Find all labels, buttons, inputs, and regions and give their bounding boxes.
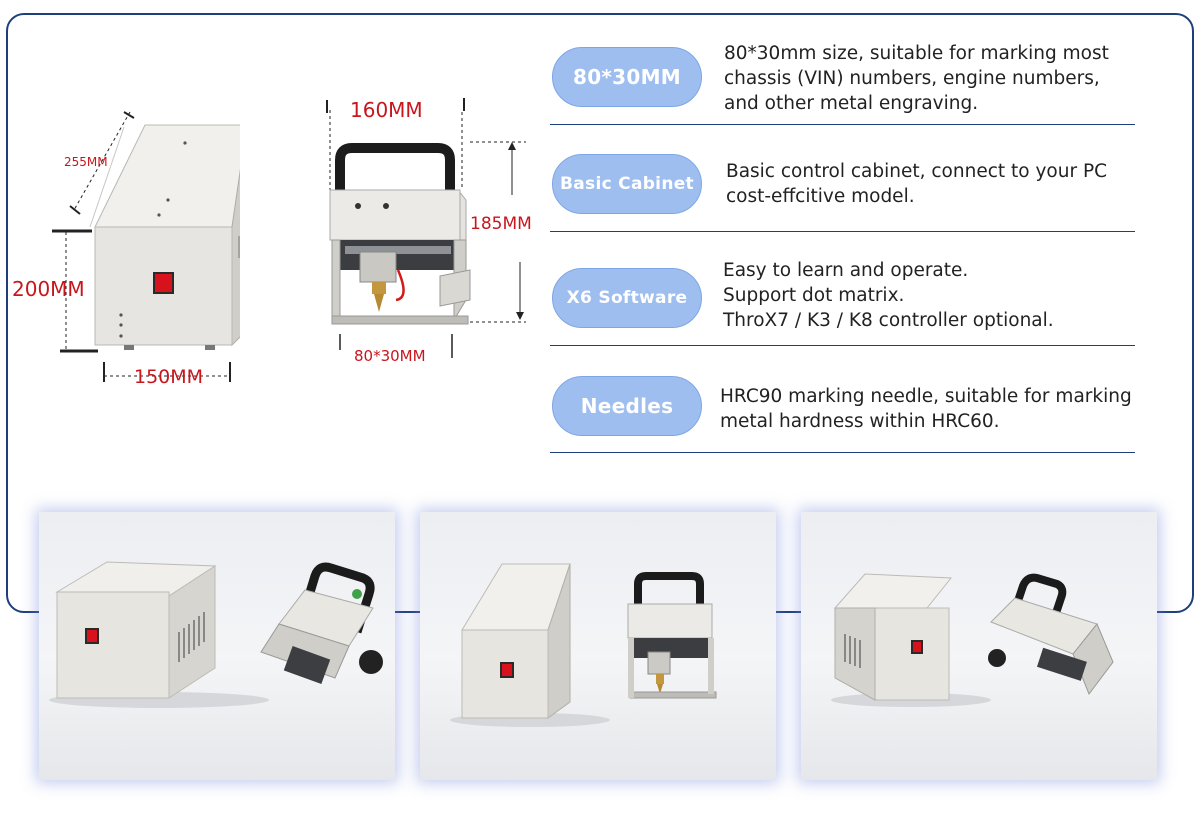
- marker-height-label: 185MM: [470, 214, 532, 234]
- feature-pill-cabinet: Basic Cabinet: [552, 154, 702, 214]
- cabinet-width-label: 150MM: [134, 366, 204, 388]
- feature-desc-cabinet: Basic control cabinet, connect to your P…: [726, 161, 1108, 207]
- feature-row-size: 80*30MM 80*30mm size, suitable for marki…: [550, 30, 1135, 125]
- product-photo-2: [420, 512, 776, 780]
- photo-1-illustration: [49, 561, 383, 708]
- cabinet-height-label: 200MM: [12, 277, 85, 301]
- cabinet-depth-label: 255MM: [64, 155, 108, 169]
- feature-row-needles: Needles HRC90 marking needle, suitable f…: [550, 346, 1135, 453]
- product-photo-3: [801, 512, 1157, 780]
- marker-width-label: 160MM: [350, 98, 423, 122]
- feature-desc-needles: HRC90 marking needle, suitable for marki…: [720, 386, 1132, 432]
- product-photo-1: [39, 512, 395, 780]
- feature-row-software: X6 Software Easy to learn and operate. S…: [550, 232, 1135, 346]
- feature-pill-software: X6 Software: [552, 268, 702, 328]
- feature-row-cabinet: Basic Cabinet Basic control cabinet, con…: [550, 125, 1135, 232]
- feature-pill-size: 80*30MM: [552, 47, 702, 107]
- photo-2-illustration: [450, 563, 717, 727]
- photo-3-illustration: [831, 573, 1114, 707]
- cabinet-drawing: [52, 111, 240, 382]
- feature-desc-software: Easy to learn and operate. Support dot m…: [723, 260, 1054, 331]
- marker-drawing: [326, 98, 526, 358]
- feature-desc-size: 80*30mm size, suitable for marking most …: [724, 43, 1109, 114]
- marker-area-label: 80*30MM: [354, 347, 426, 365]
- feature-pill-needles: Needles: [552, 376, 702, 436]
